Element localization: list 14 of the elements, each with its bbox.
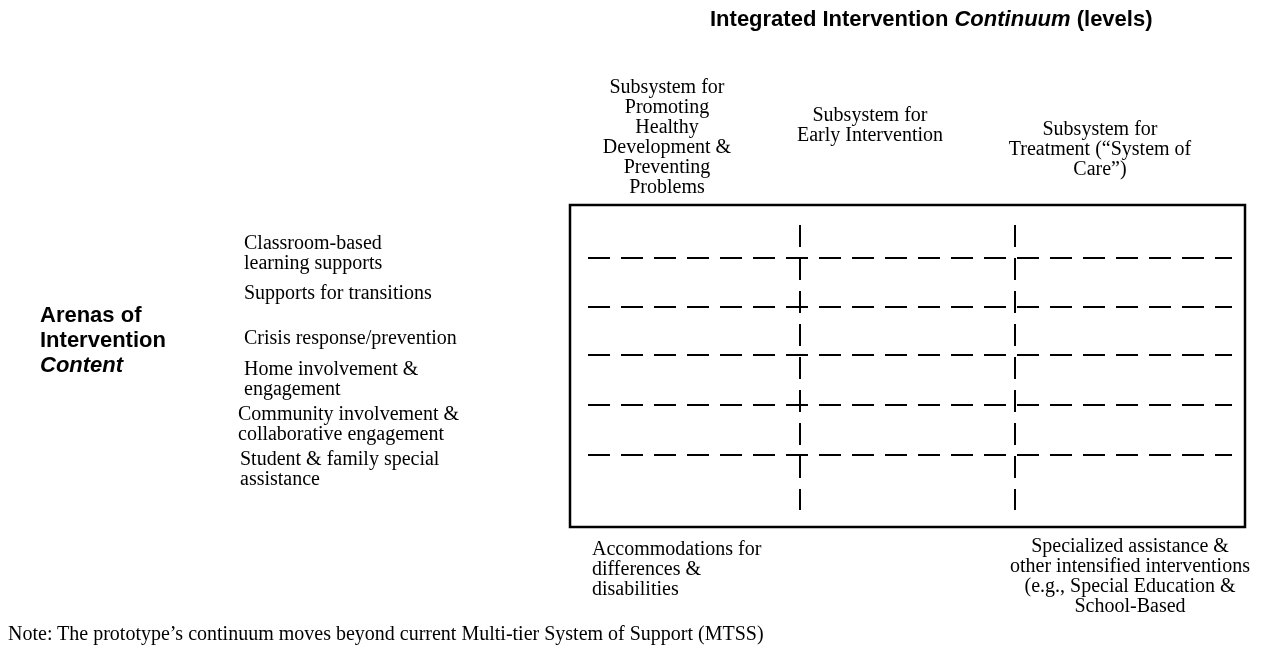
row-label: Home involvement & engagement [244,358,420,398]
bottom-note: Accommodations for differences & disabilities [592,538,763,598]
bottom-note: Specialized assistance & other intensified interventions (e.g., Special Education & School-Based [1010,535,1250,615]
column-heading: Subsystem for Promoting Healthy Development & Preventing Problems [601,76,733,196]
diagram-title: Integrated Intervention Continuum (levels) [710,6,1153,31]
row-label: Student & family special assistance [240,448,440,488]
row-label: Community involvement & collaborative engagement [238,403,461,443]
row-label: Crisis response/prevention [244,327,458,347]
footnote: Note: The prototype’s continuum moves beyond current Multi-tier System of Support (MTSS) [8,623,765,643]
row-group-heading: Arenas of Intervention Content [40,302,167,377]
row-label: Supports for transitions [244,282,433,302]
column-heading: Subsystem for Treatment (“System of Care”) [1007,118,1193,178]
row-label: Classroom-based learning supports [244,232,384,272]
column-heading: Subsystem for Early Intervention [795,104,945,144]
